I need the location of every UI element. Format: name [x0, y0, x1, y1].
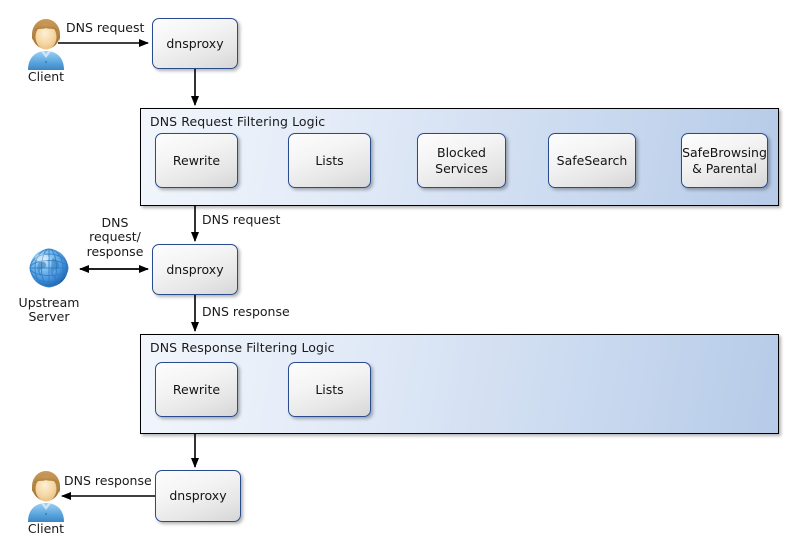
actor-label-line2: Server [28, 309, 70, 325]
stage-label-line2: & Parental [692, 160, 757, 176]
actor-label-upstream: Upstream Server [10, 295, 88, 325]
panel-title-response-filtering: DNS Response Filtering Logic [150, 340, 335, 355]
node-dnsproxy-bottom[interactable]: dnsproxy [155, 470, 241, 522]
stage-safebrowsing-parental[interactable]: SafeBrowsing & Parental [681, 133, 768, 188]
edge-label-line1: DNS [101, 215, 129, 230]
stage-rewrite-response[interactable]: Rewrite [155, 362, 238, 417]
node-label: dnsproxy [169, 488, 227, 504]
stage-rewrite-request[interactable]: Rewrite [155, 133, 238, 188]
stage-label-line1: SafeBrowsing [682, 144, 767, 160]
person-icon [22, 466, 70, 526]
stage-lists-response[interactable]: Lists [288, 362, 371, 417]
globe-icon [23, 242, 75, 298]
node-dnsproxy-middle[interactable]: dnsproxy [152, 244, 238, 295]
panel-response-filtering: DNS Response Filtering Logic [140, 334, 779, 434]
edge-label-upstream-exchange: DNS request/ response [79, 215, 151, 259]
actor-label-client-bottom: Client [27, 521, 65, 536]
stage-safesearch[interactable]: SafeSearch [548, 133, 636, 188]
node-label: dnsproxy [166, 35, 224, 51]
person-icon [22, 14, 70, 74]
stage-label: Lists [315, 381, 344, 397]
stage-label: SafeSearch [556, 152, 628, 168]
edge-label-client-to-dnsproxy: DNS request [66, 20, 145, 35]
stage-label: Rewrite [172, 381, 221, 397]
edge-label-line3: response [86, 243, 144, 259]
stage-blocked-services[interactable]: Blocked Services [417, 133, 506, 188]
stage-label-line1: Blocked [437, 144, 486, 160]
actor-label-client-top: Client [27, 69, 65, 84]
node-dnsproxy-top[interactable]: dnsproxy [152, 18, 238, 69]
edge-label-request-to-dnsproxy: DNS request [202, 212, 281, 227]
node-label: dnsproxy [166, 261, 224, 277]
panel-title-request-filtering: DNS Request Filtering Logic [150, 114, 326, 129]
edge-label-dnsproxy-to-client: DNS response [64, 473, 152, 488]
edge-label-dnsproxy-to-response-panel: DNS response [202, 304, 290, 319]
stage-label: Lists [315, 152, 344, 168]
stage-label: Rewrite [172, 152, 221, 168]
stage-lists-request[interactable]: Lists [288, 133, 371, 188]
edge-label-line2: request/ [89, 229, 141, 245]
actor-label-line1: Upstream [18, 295, 80, 310]
stage-label-line2: Services [435, 160, 488, 176]
